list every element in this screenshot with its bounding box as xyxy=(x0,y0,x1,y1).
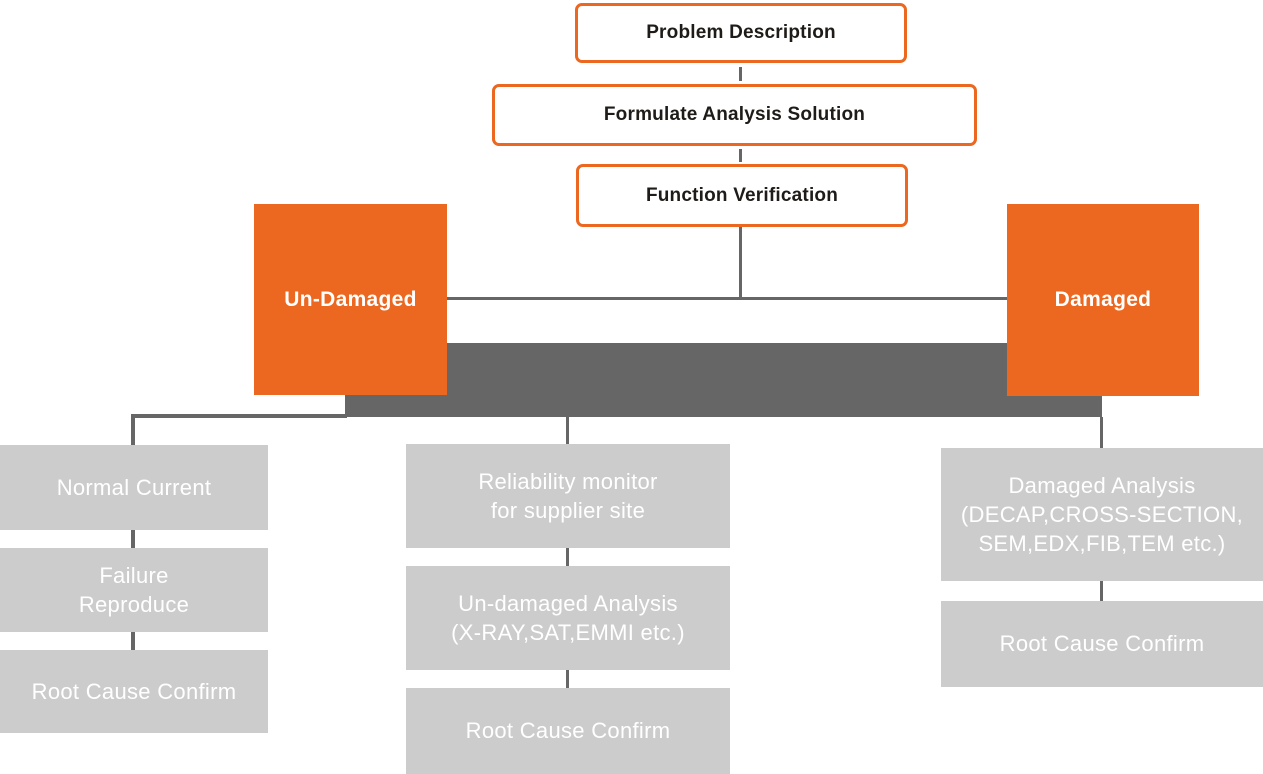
node-damaged-branch: Damaged xyxy=(1007,204,1199,396)
connector-bar-to-left-drop xyxy=(131,414,135,446)
connector-bar-to-right-drop xyxy=(1100,417,1103,448)
merge-bar xyxy=(345,343,1102,417)
node-failure-reproduce: Failure Reproduce xyxy=(0,548,268,632)
connector-formulate-to-verification xyxy=(739,149,742,162)
node-root-cause-confirm-middle: Root Cause Confirm xyxy=(406,688,730,774)
connector-bar-to-middle-drop xyxy=(566,417,569,445)
connector-bar-to-left-horizontal xyxy=(131,414,347,418)
node-reliability-monitor: Reliability monitor for supplier site xyxy=(406,444,730,548)
node-root-cause-confirm-right: Root Cause Confirm xyxy=(941,601,1263,687)
node-damaged-analysis: Damaged Analysis (DECAP,CROSS-SECTION, S… xyxy=(941,448,1263,581)
node-undamaged-analysis: Un-damaged Analysis (X-RAY,SAT,EMMI etc.… xyxy=(406,566,730,670)
connector-middle-2-3 xyxy=(566,670,569,688)
connector-problem-to-formulate xyxy=(739,67,742,81)
node-function-verification: Function Verification xyxy=(576,164,908,227)
node-formulate-analysis-solution: Formulate Analysis Solution xyxy=(492,84,977,146)
node-undamaged-branch: Un-Damaged xyxy=(254,204,447,395)
connector-verification-drop xyxy=(739,227,742,298)
connector-left-2-3 xyxy=(131,632,135,650)
node-problem-description: Problem Description xyxy=(575,3,907,63)
connector-left-1-2 xyxy=(131,530,135,548)
connector-branch-horizontal xyxy=(447,297,1007,300)
node-normal-current: Normal Current xyxy=(0,445,268,530)
node-root-cause-confirm-left: Root Cause Confirm xyxy=(0,650,268,733)
connector-right-1-2 xyxy=(1100,581,1103,601)
connector-middle-1-2 xyxy=(566,548,569,566)
